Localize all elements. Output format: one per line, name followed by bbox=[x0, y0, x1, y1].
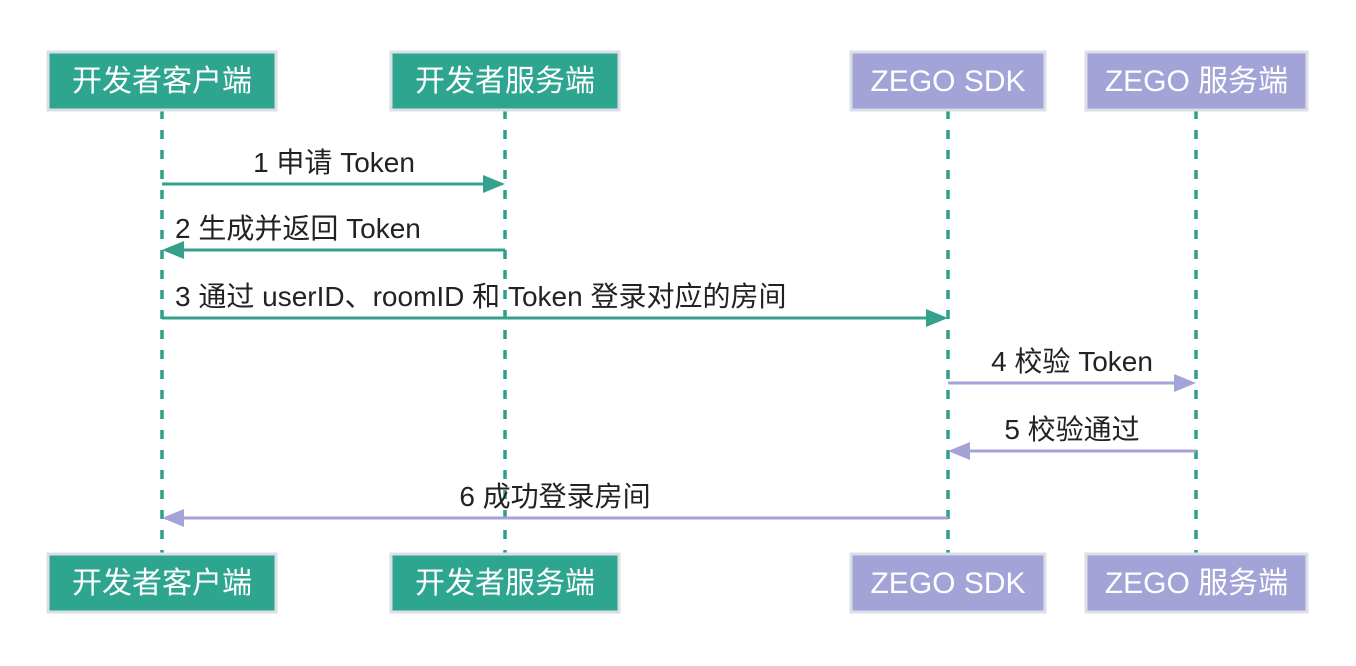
lifelines-layer bbox=[160, 110, 1198, 554]
message-label: 4 校验 Token bbox=[991, 346, 1153, 377]
actor-box-rect bbox=[46, 552, 278, 614]
actor-box-rect bbox=[849, 50, 1047, 112]
message-6: 6 成功登录房间 bbox=[162, 481, 948, 527]
message-4: 4 校验 Token bbox=[948, 346, 1196, 392]
actor-box-rect bbox=[389, 50, 621, 112]
bottom-actor-boxes: 开发者客户端 开发者服务端 ZEGO SDK ZEGO 服务端 bbox=[46, 552, 1309, 614]
actor-zego-sdk-bottom[interactable]: ZEGO SDK bbox=[849, 552, 1047, 614]
actor-label: ZEGO 服务端 bbox=[1105, 567, 1288, 600]
actor-label: ZEGO SDK bbox=[870, 567, 1025, 600]
actor-box-rect bbox=[389, 552, 621, 614]
message-2: 2 生成并返回 Token bbox=[162, 213, 505, 259]
message-label: 6 成功登录房间 bbox=[459, 481, 650, 512]
message-arrowhead bbox=[1174, 374, 1196, 392]
message-arrowhead bbox=[948, 442, 970, 460]
messages-layer: 1 申请 Token 2 生成并返回 Token 3 通过 userID、roomI… bbox=[162, 147, 1196, 527]
message-label: 2 生成并返回 Token bbox=[175, 213, 421, 244]
actor-box-rect bbox=[1084, 50, 1309, 112]
actor-dev-client-top[interactable]: 开发者客户端 bbox=[46, 50, 278, 112]
actor-dev-server-bottom[interactable]: 开发者服务端 bbox=[389, 552, 621, 614]
actor-label: 开发者客户端 bbox=[72, 65, 252, 98]
actor-box-rect bbox=[1084, 552, 1309, 614]
message-5: 5 校验通过 bbox=[948, 414, 1196, 460]
actor-box-rect bbox=[46, 50, 278, 112]
message-label: 5 校验通过 bbox=[1004, 414, 1139, 445]
top-actor-boxes: 开发者客户端 开发者服务端 ZEGO SDK ZEGO 服务端 bbox=[46, 50, 1309, 112]
actor-label: 开发者客户端 bbox=[72, 567, 252, 600]
actor-box-rect bbox=[849, 552, 1047, 614]
actor-label: ZEGO SDK bbox=[870, 65, 1025, 98]
message-arrowhead bbox=[926, 309, 948, 327]
actor-label: 开发者服务端 bbox=[415, 567, 595, 600]
actor-dev-client-bottom[interactable]: 开发者客户端 bbox=[46, 552, 278, 614]
actor-zego-sdk-top[interactable]: ZEGO SDK bbox=[849, 50, 1047, 112]
actor-label: ZEGO 服务端 bbox=[1105, 65, 1288, 98]
message-label: 1 申请 Token bbox=[253, 147, 415, 178]
message-arrowhead bbox=[162, 509, 184, 527]
actor-zego-server-top[interactable]: ZEGO 服务端 bbox=[1084, 50, 1309, 112]
actor-label: 开发者服务端 bbox=[415, 65, 595, 98]
actor-zego-server-bottom[interactable]: ZEGO 服务端 bbox=[1084, 552, 1309, 614]
message-arrowhead bbox=[162, 241, 184, 259]
message-3: 3 通过 userID、roomID 和 Token 登录对应的房间 bbox=[162, 281, 948, 327]
message-label: 3 通过 userID、roomID 和 Token 登录对应的房间 bbox=[175, 281, 786, 312]
message-arrowhead bbox=[483, 175, 505, 193]
message-1: 1 申请 Token bbox=[162, 147, 505, 193]
actor-dev-server-top[interactable]: 开发者服务端 bbox=[389, 50, 621, 112]
